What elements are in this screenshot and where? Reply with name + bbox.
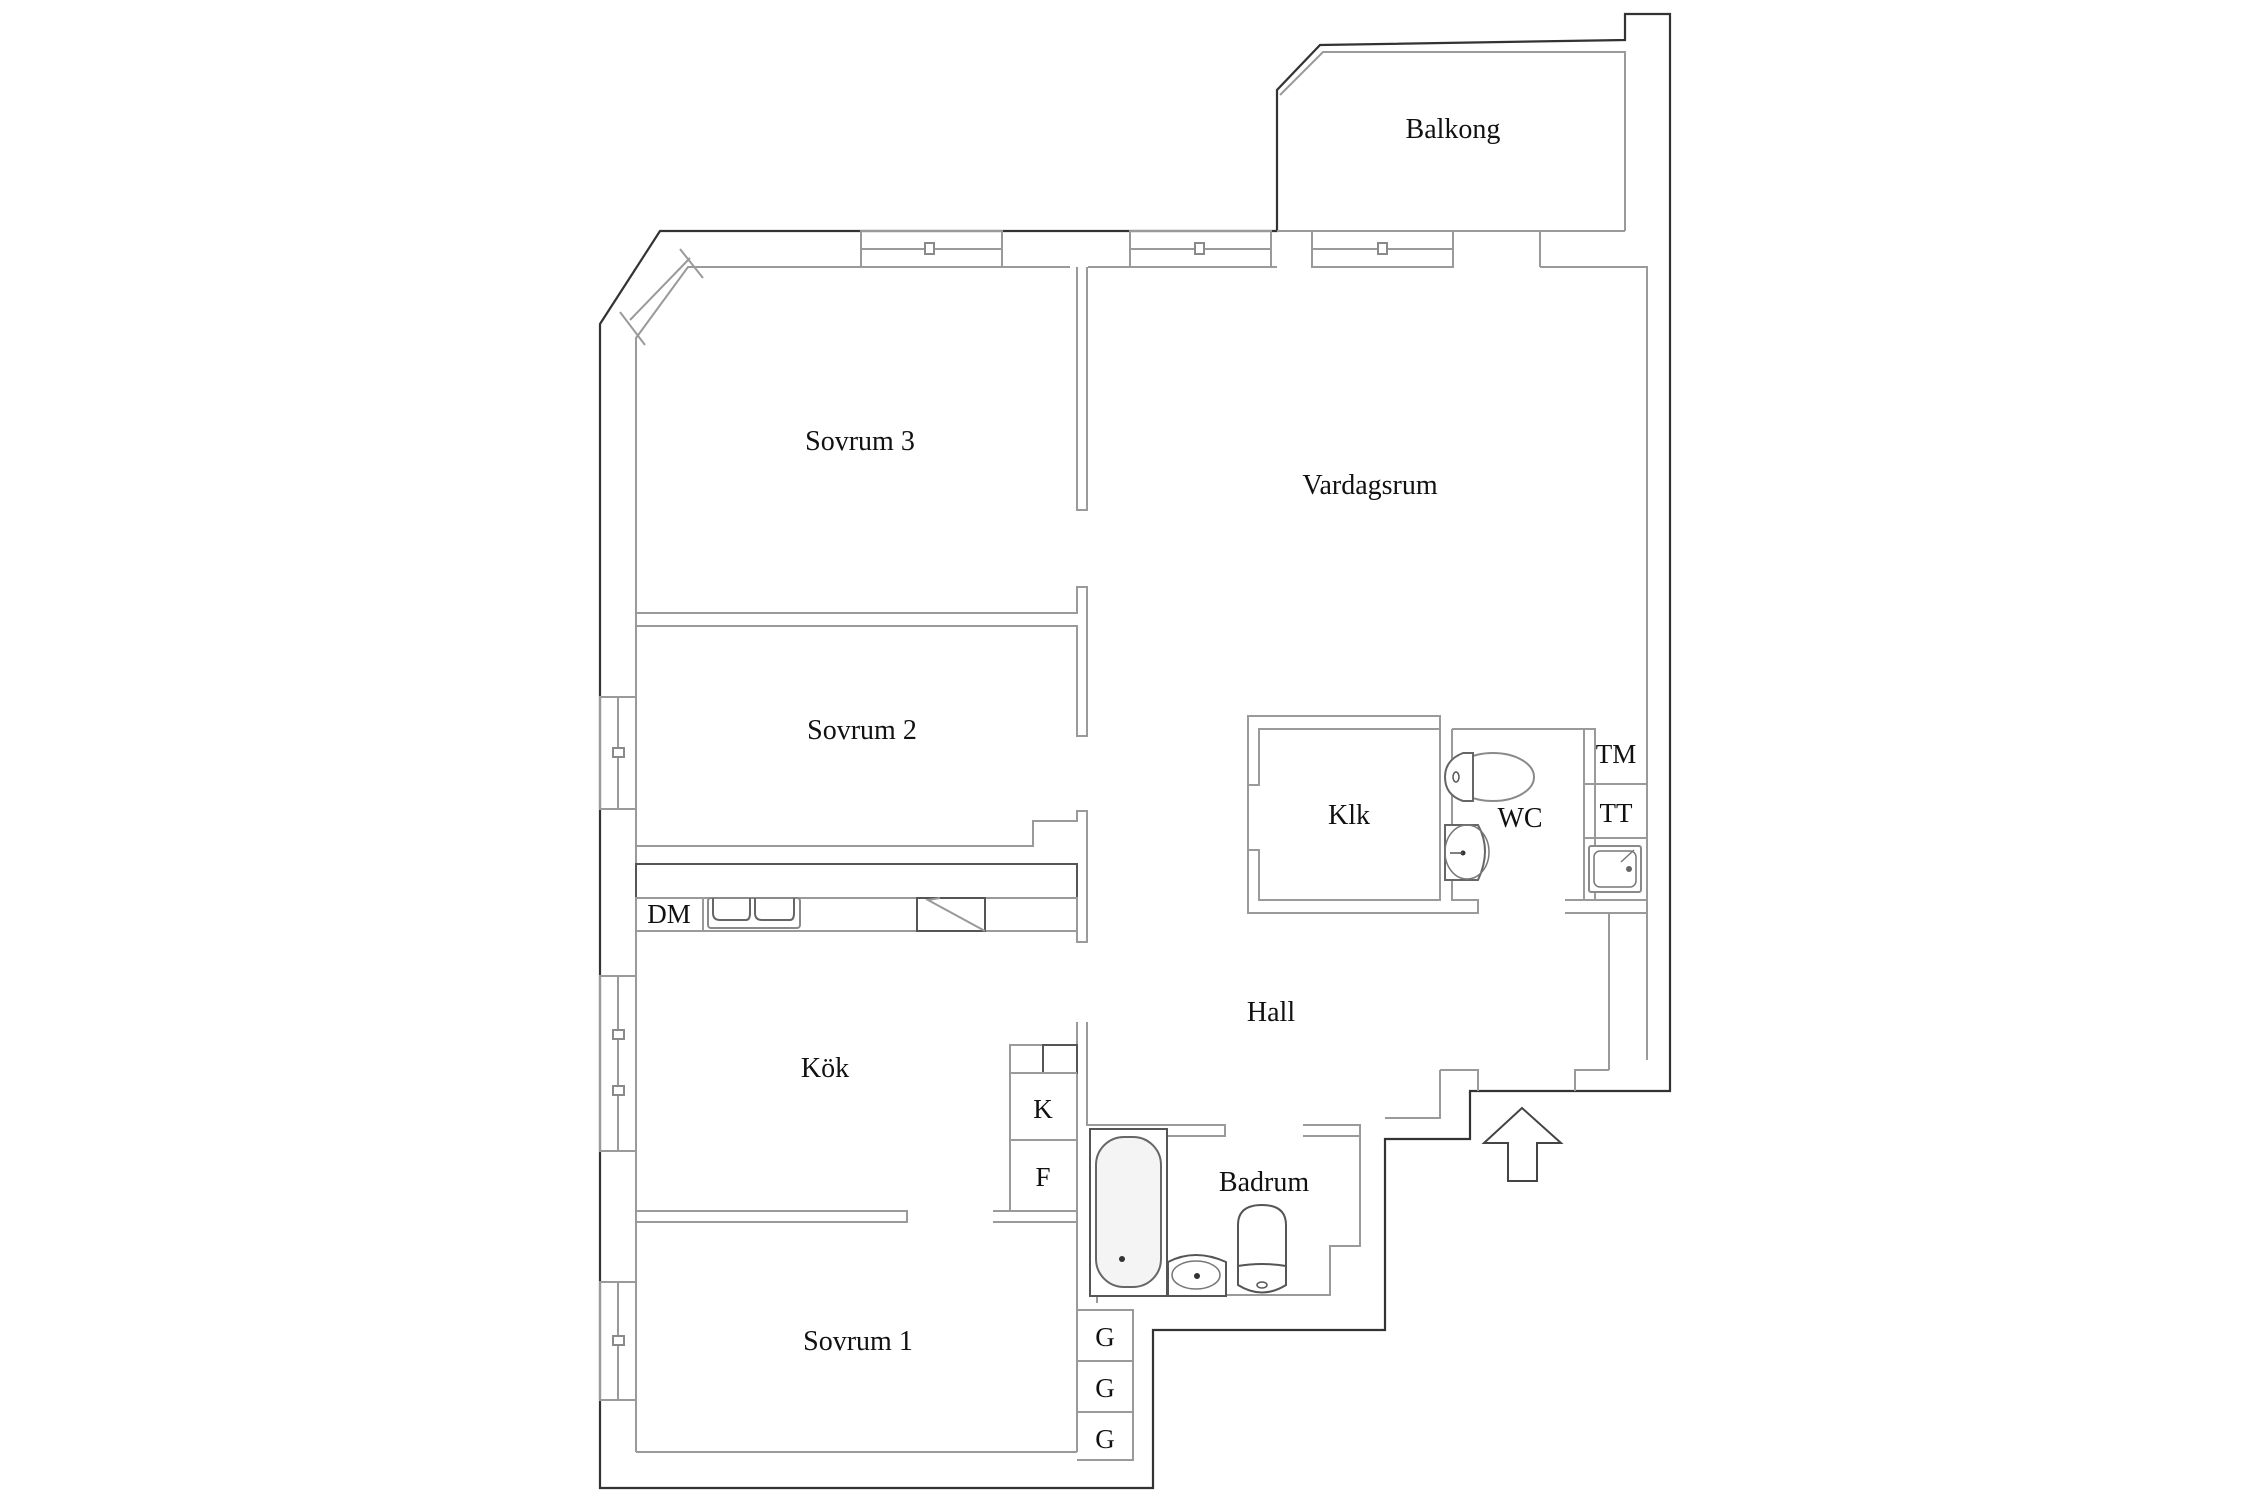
dishwasher-label: DM — [647, 899, 691, 929]
sink-icon — [1444, 824, 1490, 881]
window-left-sovrum1 — [599, 1281, 637, 1401]
window-left-kok — [599, 975, 637, 1152]
toilet-icon — [1443, 752, 1535, 802]
room-label-wc: WC — [1497, 803, 1542, 834]
fixtures — [707, 752, 1642, 1297]
window-top-sovrum3 — [860, 230, 1003, 268]
washing-machine-label: TM — [1596, 739, 1637, 769]
dryer-label: TT — [1600, 798, 1633, 828]
room-label-vardagsrum: Vardagsrum — [1302, 470, 1438, 501]
refrigerator-label: K — [1033, 1094, 1053, 1124]
room-labels: Balkong Sovrum 3 Vardagsrum Sovrum 2 Klk… — [801, 114, 1543, 1357]
freezer-label: F — [1035, 1162, 1050, 1192]
windows — [599, 230, 1454, 1401]
wardrobe-label-1: G — [1095, 1322, 1115, 1352]
stove-icon — [916, 897, 986, 932]
room-label-sovrum2: Sovrum 2 — [807, 715, 917, 746]
entrance-arrow-icon — [1481, 1106, 1564, 1182]
window-top-vardagsrum-2 — [1311, 230, 1454, 268]
room-label-balkong: Balkong — [1406, 114, 1501, 145]
bathtub-icon — [1089, 1128, 1168, 1297]
window-top-vardagsrum-1 — [1129, 230, 1272, 268]
fixture-labels: DM TM TT K F G G G — [647, 739, 1636, 1454]
utility-sink-icon — [1588, 845, 1642, 893]
wardrobe-label-2: G — [1095, 1373, 1115, 1403]
wardrobe-label-3: G — [1095, 1424, 1115, 1454]
room-label-badrum: Badrum — [1219, 1167, 1309, 1198]
room-label-sovrum3: Sovrum 3 — [805, 426, 915, 457]
sink-icon — [1167, 1254, 1227, 1297]
room-label-hall: Hall — [1247, 997, 1295, 1028]
toilet-icon — [1237, 1203, 1287, 1294]
interior-walls — [635, 267, 1648, 1461]
window-left-sovrum2 — [599, 696, 637, 810]
room-label-klk: Klk — [1328, 800, 1370, 831]
kitchen-sink-icon — [707, 897, 801, 929]
room-label-sovrum1: Sovrum 1 — [803, 1326, 913, 1357]
room-label-kok: Kök — [801, 1053, 849, 1084]
